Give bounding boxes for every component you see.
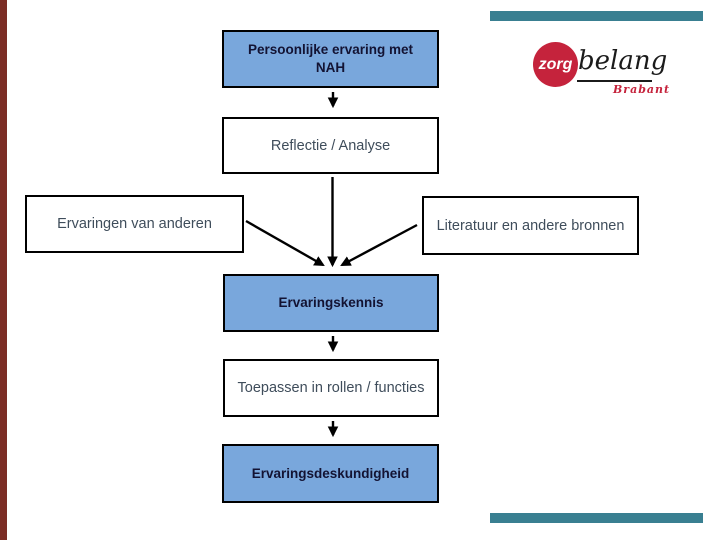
flow-node-literatuur-bronnen: Literatuur en andere bronnen [422, 196, 639, 255]
flow-node-label: Toepassen in rollen / functies [237, 380, 425, 396]
flow-node-label: Ervaringskennis [278, 295, 384, 310]
top-accent-bar [490, 11, 703, 21]
flow-node-toepassen-rollen: Toepassen in rollen / functies [223, 359, 439, 417]
flow-node-persoonlijke-ervaring: Persoonlijke ervaring met NAH [222, 30, 439, 88]
flow-node-ervaringsdeskundigheid: Ervaringsdeskundigheid [222, 444, 439, 503]
logo-brabant-text: Brabant [613, 83, 671, 96]
logo-underline [577, 80, 652, 82]
flow-node-label: Ervaringen van anderen [57, 216, 212, 232]
flow-node-label: Ervaringsdeskundigheid [251, 465, 410, 481]
flow-node-reflectie-analyse: Reflectie / Analyse [222, 117, 439, 174]
flow-node-label-line: Persoonlijke ervaring met [247, 42, 414, 57]
flow-node-label: Literatuur en andere bronnen [436, 217, 625, 234]
flow-node-label: Reflectie / Analyse [270, 137, 391, 154]
logo-zorg-text: zorg [538, 55, 573, 73]
flow-node-ervaringskennis: Ervaringskennis [223, 274, 439, 332]
flow-node-label-line: NAH [315, 60, 346, 75]
bottom-accent-bar [490, 513, 703, 523]
logo-belang-text: belang [578, 46, 668, 76]
flow-node-ervaringen-van-anderen: Ervaringen van anderen [25, 195, 244, 253]
logo-zorg-circle: zorg [533, 42, 578, 87]
left-accent-bar [0, 0, 7, 540]
